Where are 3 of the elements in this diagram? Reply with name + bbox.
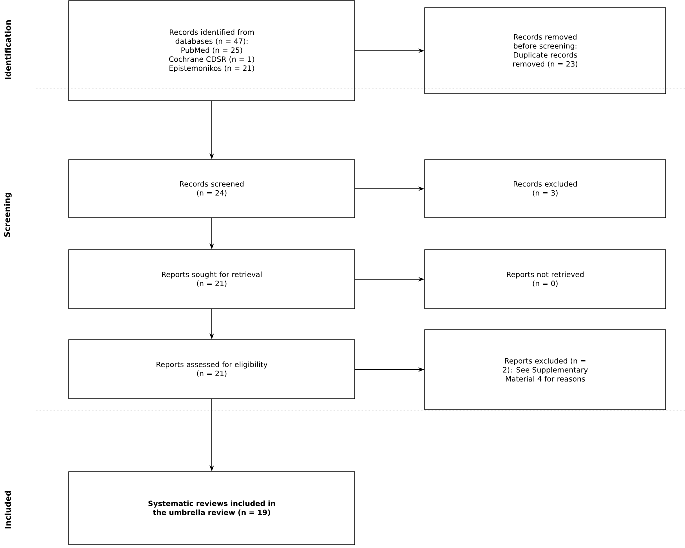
section-label: Included — [4, 491, 12, 529]
section-label: Identification — [4, 20, 12, 80]
section-label: Screening — [4, 193, 12, 237]
